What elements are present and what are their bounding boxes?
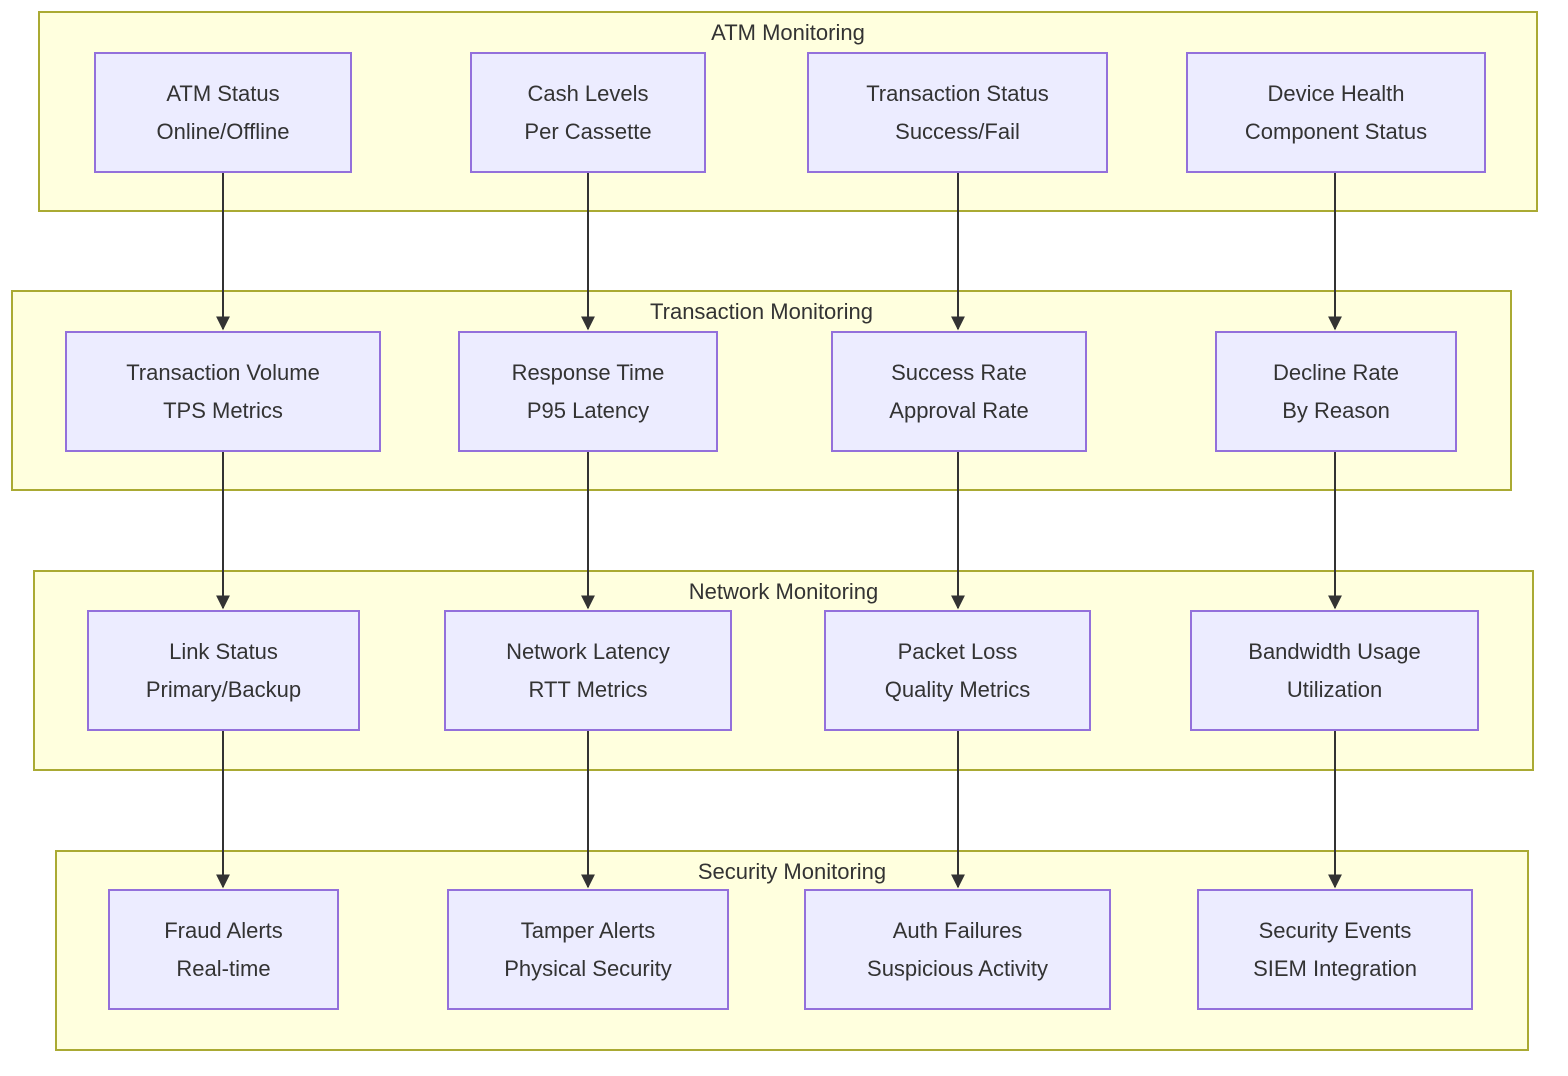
node-device-health: Device Health Component Status — [1186, 52, 1486, 173]
node-label-line1: Bandwidth Usage — [1248, 638, 1421, 664]
node-packet-loss: Packet Loss Quality Metrics — [824, 610, 1091, 731]
group-title: Network Monitoring — [688, 579, 879, 604]
node-label-line1: Transaction Status — [866, 80, 1049, 106]
node-network-latency: Network Latency RTT Metrics — [444, 610, 732, 731]
node-link-status: Link Status Primary/Backup — [87, 610, 360, 731]
node-label-line1: Network Latency — [506, 638, 670, 664]
node-label-line1: ATM Status — [166, 80, 280, 106]
node-label-line1: Fraud Alerts — [164, 917, 283, 943]
node-label-line2: P95 Latency — [526, 397, 650, 423]
node-label-line2: RTT Metrics — [528, 676, 648, 702]
node-atm-status: ATM Status Online/Offline — [94, 52, 352, 173]
node-bandwidth-usage: Bandwidth Usage Utilization — [1190, 610, 1479, 731]
node-label-line2: TPS Metrics — [163, 397, 283, 423]
node-label-line2: Per Cassette — [524, 118, 652, 144]
node-transaction-volume: Transaction Volume TPS Metrics — [65, 331, 381, 452]
node-label-line1: Cash Levels — [527, 80, 649, 106]
node-label-line1: Security Events — [1258, 917, 1412, 943]
node-label-line1: Link Status — [169, 638, 278, 664]
node-label-line2: Online/Offline — [156, 118, 290, 144]
node-security-events: Security Events SIEM Integration — [1197, 889, 1473, 1010]
node-response-time: Response Time P95 Latency — [458, 331, 718, 452]
node-label-line2: SIEM Integration — [1253, 955, 1417, 981]
node-label-line2: Quality Metrics — [884, 676, 1031, 702]
node-label-line1: Decline Rate — [1273, 359, 1399, 385]
group-title: ATM Monitoring — [711, 20, 865, 45]
node-transaction-status: Transaction Status Success/Fail — [807, 52, 1108, 173]
node-label-line2: Primary/Backup — [145, 676, 302, 702]
node-label-line1: Packet Loss — [897, 638, 1018, 664]
node-label-line1: Response Time — [511, 359, 665, 385]
group-title: Security Monitoring — [697, 859, 887, 884]
node-label-line2: Success/Fail — [895, 118, 1020, 144]
node-decline-rate: Decline Rate By Reason — [1215, 331, 1457, 452]
group-title: Transaction Monitoring — [650, 299, 873, 324]
node-label-line1: Auth Failures — [892, 917, 1023, 943]
node-label-line2: Utilization — [1286, 676, 1383, 702]
node-label-line2: Real-time — [176, 955, 271, 981]
node-label-line2: Physical Security — [504, 955, 672, 981]
node-label-line2: Suspicious Activity — [867, 955, 1048, 981]
node-label-line2: By Reason — [1282, 397, 1390, 423]
node-label-line2: Component Status — [1244, 118, 1428, 144]
node-auth-failures: Auth Failures Suspicious Activity — [804, 889, 1111, 1010]
node-label-line1: Transaction Volume — [126, 359, 320, 385]
node-cash-levels: Cash Levels Per Cassette — [470, 52, 706, 173]
node-label-line1: Success Rate — [891, 359, 1027, 385]
node-success-rate: Success Rate Approval Rate — [831, 331, 1087, 452]
node-label-line1: Device Health — [1267, 80, 1405, 106]
node-label-line1: Tamper Alerts — [520, 917, 656, 943]
node-tamper-alerts: Tamper Alerts Physical Security — [447, 889, 729, 1010]
node-fraud-alerts: Fraud Alerts Real-time — [108, 889, 339, 1010]
node-label-line2: Approval Rate — [889, 397, 1029, 423]
